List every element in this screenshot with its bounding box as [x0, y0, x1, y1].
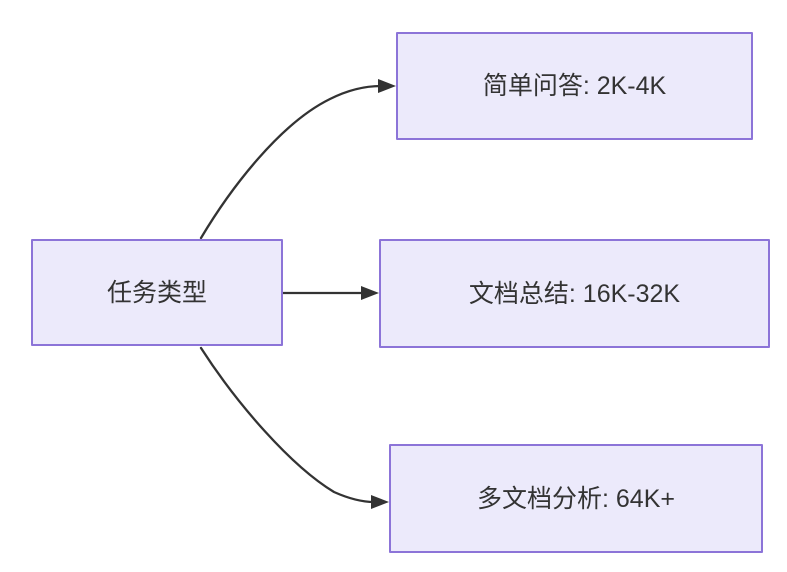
arrowhead-doc-summary: [361, 286, 379, 300]
node-task-type[interactable]: 任务类型: [31, 239, 283, 346]
arrowhead-multi-doc: [371, 495, 389, 509]
node-simple-qa-label: 简单问答: 2K-4K: [482, 72, 667, 100]
node-doc-summary-label: 文档总结: 16K-32K: [468, 279, 681, 308]
edge-path-multi-doc: [199, 346, 376, 504]
arrowhead-simple-qa: [378, 79, 396, 93]
node-multi-doc-label: 多文档分析: 64K+: [477, 484, 675, 513]
edge-task-type-to-doc-summary: [281, 286, 379, 300]
edge-task-type-to-multi-doc: [199, 346, 389, 509]
node-multi-doc[interactable]: 多文档分析: 64K+: [389, 444, 763, 553]
node-simple-qa[interactable]: 简单问答: 2K-4K: [396, 32, 753, 140]
node-doc-summary[interactable]: 文档总结: 16K-32K: [379, 239, 770, 348]
edge-task-type-to-simple-qa: [199, 79, 396, 240]
node-task-type-label: 任务类型: [106, 278, 207, 307]
edge-path-simple-qa: [199, 84, 383, 240]
